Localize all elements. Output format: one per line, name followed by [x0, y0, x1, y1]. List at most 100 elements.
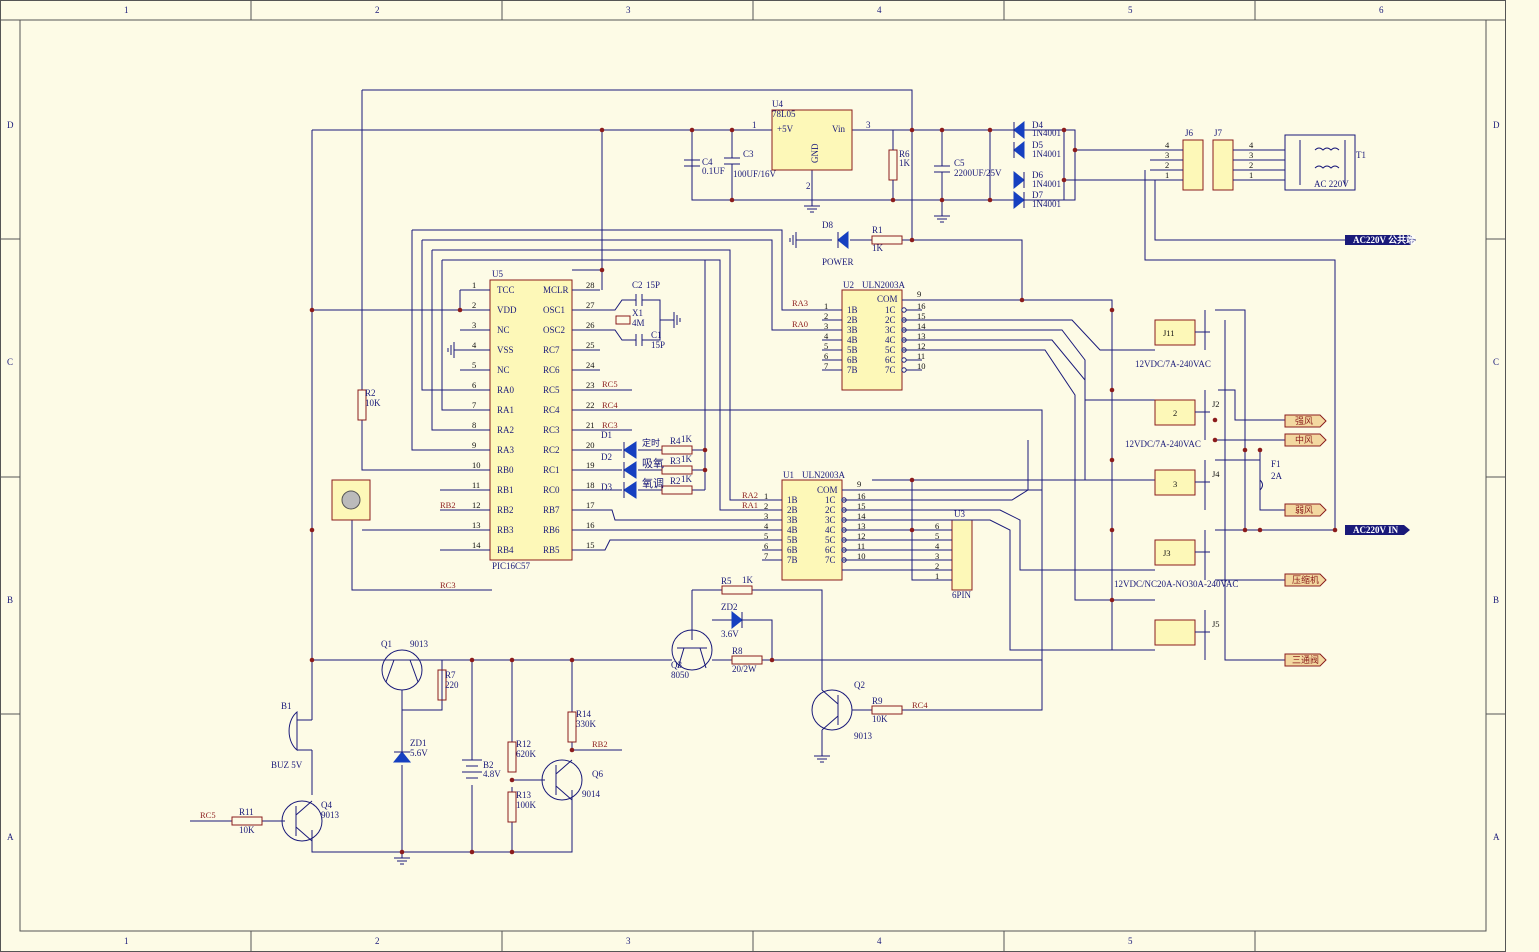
u3-pin-6: 6 — [935, 521, 939, 531]
q1-ref: Q1 — [381, 639, 392, 649]
resistor-r13 — [507, 791, 517, 823]
r4-val: 1K — [681, 434, 693, 444]
u5-pin-vdd: VDD — [497, 305, 517, 315]
f1-val: 2A — [1271, 471, 1283, 481]
row-label-d: D — [7, 120, 14, 130]
u4-pin3: 3 — [866, 120, 871, 130]
net-ra0: RA0 — [792, 319, 808, 329]
r14-ref: R14 — [576, 709, 592, 719]
net-rc3-bottom: RC3 — [440, 580, 456, 590]
u3-pin-5: 5 — [935, 531, 939, 541]
r3-ref: R3 — [670, 456, 681, 466]
u1pins-in-num-4: 4 — [764, 521, 769, 531]
j6-pin2: 2 — [1165, 160, 1169, 170]
q6-val: 9014 — [582, 789, 601, 799]
u5-pin-rc7: RC7 — [543, 345, 560, 355]
r3-val: 1K — [681, 454, 693, 464]
u5-pin-num-5: 5 — [472, 360, 476, 370]
u2pins-out-num-13: 13 — [917, 331, 926, 341]
resistor-r9 — [871, 705, 903, 715]
u1pins-out-num-14: 14 — [857, 511, 866, 521]
u2-part: ULN2003A — [862, 280, 905, 290]
zd2-ref: ZD2 — [721, 602, 738, 612]
u2pins-out-num-10: 10 — [917, 361, 926, 371]
u2pins-out-7c: 7C — [885, 365, 896, 375]
u2pins-in-num-3: 3 — [824, 321, 828, 331]
u5-pin-num-19: 19 — [586, 460, 595, 470]
diode-d7 — [1013, 190, 1025, 210]
col-label-4: 4 — [877, 5, 882, 15]
c1-val: 15P — [651, 340, 665, 350]
c2-val: 15P — [646, 280, 660, 290]
r12-val: 620K — [516, 749, 537, 759]
u1pins-in-num-5: 5 — [764, 531, 768, 541]
port-three-way-valve: 三通阀 — [1292, 655, 1319, 665]
relay-j11-ref: J11 — [1163, 328, 1175, 338]
row-label-c: C — [7, 357, 13, 367]
u5-pin-num-15: 15 — [586, 540, 595, 550]
zener-zd2 — [731, 610, 743, 630]
d8-ref: D8 — [822, 220, 833, 230]
u3-pin-4: 4 — [935, 541, 940, 551]
r7-val: 220 — [445, 680, 459, 690]
u5-pin-ra0: RA0 — [497, 385, 515, 395]
r6-ref: R6 — [899, 149, 910, 159]
net-ra3: RA3 — [792, 298, 808, 308]
u2-com-pin: 9 — [917, 289, 921, 299]
u3-pin-1: 1 — [935, 571, 939, 581]
q6-ref: Q6 — [592, 769, 603, 779]
r6-val: 1K — [899, 158, 911, 168]
u3-part: 6PIN — [952, 590, 972, 600]
d2-ref: D2 — [601, 452, 612, 462]
relay-spec-1: 12VDC/7A-240VAC — [1135, 359, 1211, 369]
q4-ref: Q4 — [321, 800, 332, 810]
c5-val: 2200UF/25V — [954, 168, 1002, 178]
u1pins-out-num-12: 12 — [857, 531, 866, 541]
c4-ref: C4 — [702, 157, 713, 167]
u1pins-out-num-16: 16 — [857, 491, 866, 501]
relay-j5-ref: J5 — [1212, 619, 1220, 629]
regulator-u4 — [771, 109, 853, 171]
u4-pin1: 1 — [752, 120, 757, 130]
u5-pin-num-21: 21 — [586, 420, 595, 430]
u5-pin-num-25: 25 — [586, 340, 595, 350]
diode-d6 — [1013, 170, 1025, 190]
d1-text: 定时 — [642, 437, 660, 448]
relay-k1-num: 2 — [1173, 408, 1177, 418]
c3-ref: C3 — [743, 149, 754, 159]
column-label-bottom: 1 2 3 4 5 — [124, 936, 1133, 946]
u2pins-in-num-2: 2 — [824, 311, 828, 321]
r2-val: 10K — [365, 398, 381, 408]
u5-pin-num-9: 9 — [472, 440, 476, 450]
net-rb2-left: RB2 — [440, 500, 456, 510]
relay-spec-2: 12VDC/7A-240VAC — [1125, 439, 1201, 449]
u5-pin-num-24: 24 — [586, 360, 595, 370]
row-label-c-right: C — [1493, 357, 1499, 367]
u1pins-in-num-3: 3 — [764, 511, 768, 521]
u2pins-in-4b: 4B — [847, 335, 858, 345]
r9-val: 10K — [872, 714, 888, 724]
r2b-val: 1K — [681, 474, 693, 484]
u2pins-in-5b: 5B — [847, 345, 858, 355]
d4-ref: D4 — [1032, 120, 1043, 130]
transistor-q3 — [671, 629, 713, 671]
u5-pin-mclr: MCLR — [543, 285, 569, 295]
r8-val: 20/2W — [732, 664, 757, 674]
u1-com: COM — [817, 485, 838, 495]
u1-part: ULN2003A — [802, 470, 845, 480]
u3-pin-2: 2 — [935, 561, 939, 571]
u5-pin-rc1: RC1 — [543, 465, 560, 475]
r5-ref: R5 — [721, 576, 732, 586]
zd1-val: 5.6V — [410, 748, 428, 758]
resistor-r11 — [231, 816, 263, 826]
d6-ref: D6 — [1032, 170, 1043, 180]
r14-val: 330K — [576, 719, 597, 729]
connector-j6 — [1182, 139, 1204, 191]
r5-val: 1K — [742, 575, 754, 585]
u4-ref: U4 — [772, 99, 783, 109]
u1pins-in-3b: 3B — [787, 515, 798, 525]
u1pins-in-7b: 7B — [787, 555, 798, 565]
u2pins-in-1b: 1B — [847, 305, 858, 315]
